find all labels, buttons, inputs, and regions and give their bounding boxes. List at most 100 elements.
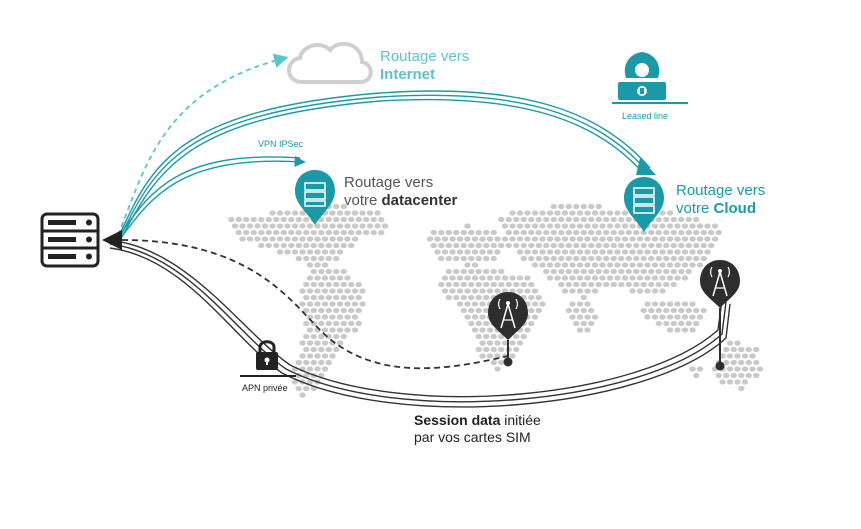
map-dot	[670, 320, 677, 327]
map-dot	[299, 392, 306, 398]
map-dot	[299, 340, 306, 346]
map-dot	[528, 255, 535, 262]
map-dot	[520, 242, 527, 249]
map-dot	[640, 229, 647, 236]
leased-line-route	[117, 90, 651, 245]
map-dot	[610, 268, 617, 275]
map-dot	[516, 340, 524, 346]
map-dot	[509, 210, 516, 216]
map-dot	[314, 223, 321, 229]
map-dot	[460, 268, 467, 275]
map-dot	[280, 242, 287, 249]
map-dot	[678, 229, 685, 236]
map-dot	[276, 236, 284, 242]
map-dot	[475, 333, 482, 340]
map-dot	[344, 236, 351, 242]
map-dot	[663, 320, 670, 327]
map-dot	[648, 307, 655, 314]
map-dot	[295, 216, 302, 223]
map-dot	[363, 229, 370, 236]
map-dot	[659, 275, 666, 281]
map-dot	[756, 366, 764, 372]
map-dot	[543, 229, 550, 236]
map-dot	[291, 223, 299, 229]
server-icon	[40, 212, 100, 268]
map-dot	[513, 242, 520, 249]
map-dot	[505, 229, 512, 236]
map-dot	[629, 249, 636, 255]
map-dot	[558, 216, 565, 223]
datacenter-bold: datacenter	[381, 192, 458, 209]
map-dot	[565, 203, 572, 210]
map-dot	[498, 281, 505, 288]
map-dot	[351, 210, 359, 216]
map-dot	[513, 281, 520, 288]
map-dot	[378, 216, 385, 223]
session-bold: Session data	[414, 412, 501, 428]
map-dot	[685, 268, 692, 275]
map-dot	[501, 236, 509, 242]
map-dot	[693, 216, 700, 223]
map-dot	[340, 281, 347, 288]
map-dot	[475, 294, 482, 301]
map-dot	[284, 223, 291, 229]
map-dot	[651, 249, 659, 255]
internet-route-line	[117, 53, 289, 236]
leased-line-label: Leased line	[622, 111, 669, 121]
map-dot	[265, 242, 272, 249]
map-dot	[303, 281, 310, 288]
map-dot	[588, 268, 595, 275]
map-dot	[468, 281, 475, 288]
map-dot	[348, 216, 355, 223]
map-dot	[625, 229, 632, 236]
map-dot	[370, 229, 377, 236]
map-dot	[288, 229, 295, 236]
map-dot	[284, 236, 291, 242]
map-dot	[655, 268, 662, 275]
map-dot	[258, 216, 265, 223]
map-dot	[524, 249, 531, 255]
map-dot	[306, 301, 314, 307]
map-dot	[516, 236, 524, 242]
map-dot	[644, 249, 651, 255]
leased-line-arrow	[636, 158, 656, 175]
map-dot	[486, 353, 494, 359]
map-dot	[580, 203, 587, 210]
vpn-route-line	[117, 156, 301, 239]
map-dot	[344, 301, 351, 307]
map-dot	[625, 216, 632, 223]
map-dot	[569, 249, 576, 255]
map-dot	[471, 288, 479, 294]
map-dot	[475, 268, 482, 275]
map-dot	[348, 229, 355, 236]
map-dot	[460, 281, 467, 288]
map-dot	[539, 223, 546, 229]
map-dot	[340, 229, 347, 236]
map-dot	[235, 216, 242, 223]
map-dot	[584, 262, 591, 268]
map-dot	[584, 301, 591, 307]
map-dot	[528, 216, 535, 223]
map-dot	[591, 210, 599, 216]
map-dot	[314, 249, 321, 255]
map-dot	[595, 281, 602, 288]
map-dot	[280, 229, 287, 236]
map-dot	[325, 268, 332, 275]
map-dot	[490, 333, 497, 340]
map-dot	[445, 281, 452, 288]
map-dot	[269, 210, 276, 216]
map-dot	[314, 366, 321, 372]
map-dot	[726, 353, 734, 359]
map-dot	[528, 320, 535, 327]
map-dot	[711, 223, 719, 229]
map-dot	[348, 281, 355, 288]
map-dot	[250, 216, 257, 223]
map-dot	[573, 307, 580, 314]
map-dot	[464, 236, 471, 242]
map-dot	[670, 242, 677, 249]
vpn-label: VPN IPSec	[258, 139, 304, 149]
map-dot	[558, 268, 565, 275]
map-dot	[483, 333, 490, 340]
map-dot	[336, 327, 344, 333]
map-dot	[513, 346, 520, 353]
